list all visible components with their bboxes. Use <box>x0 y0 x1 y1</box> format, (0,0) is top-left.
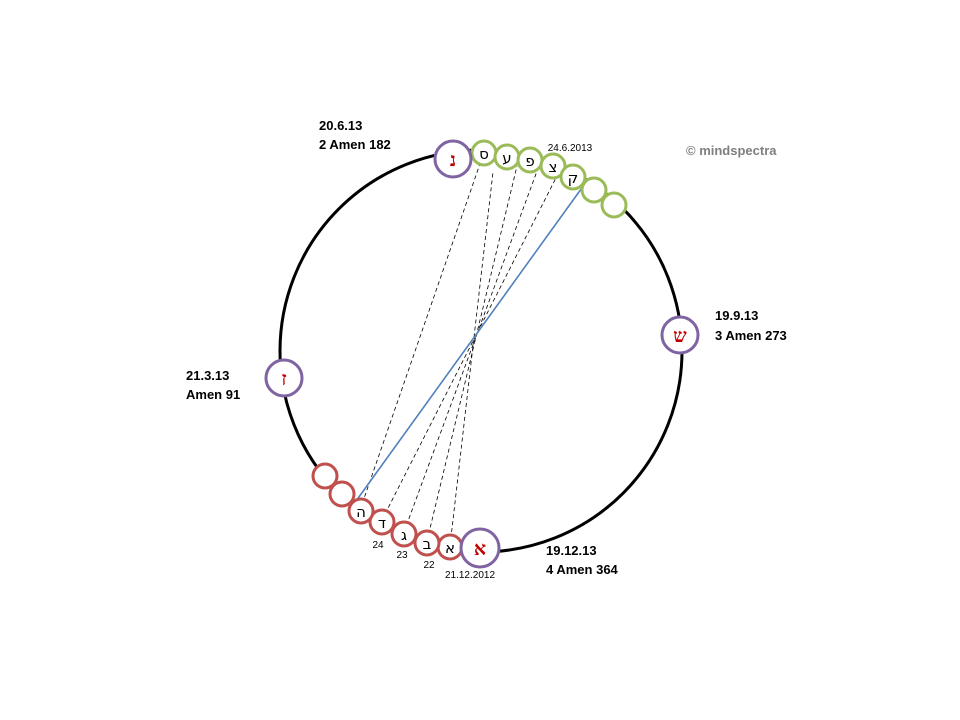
green-letter: פ <box>525 152 534 170</box>
green-letter: צ <box>549 158 558 176</box>
red-node: ב <box>413 529 441 557</box>
red-letter: א <box>445 539 455 557</box>
green-cycle: ס ע פ צ ק <box>470 139 628 219</box>
quarter-marker-east: ש <box>660 315 700 355</box>
quarter-date-east: 19.9.13 <box>715 308 758 323</box>
red-letter: ד <box>378 514 386 532</box>
quarter-date-bottom: 19.12.13 <box>546 543 597 558</box>
green-node: צ <box>539 152 567 180</box>
quarter-marker-bottom: א <box>459 527 501 569</box>
red-number: 23 <box>396 550 408 561</box>
quarter-marker-west: ז <box>264 358 304 398</box>
dashed-line <box>449 171 494 547</box>
quarter-amen-east: 3 Amen 273 <box>715 328 787 343</box>
green-letter: ס <box>479 145 489 163</box>
red-cycle: א ב ג ד ה <box>311 462 464 561</box>
green-letter: ק <box>568 169 579 187</box>
quarter-letter: ש <box>673 325 687 347</box>
quarter-date-top: 20.6.13 <box>319 118 362 133</box>
red-letter: ה <box>356 503 366 521</box>
quarter-date-west: 21.3.13 <box>186 368 229 383</box>
red-node: א <box>436 533 464 561</box>
quarter-letter: נ <box>450 149 456 171</box>
green-letter: ע <box>502 149 511 167</box>
dashed-line <box>403 162 541 533</box>
red-node: ד <box>368 508 396 536</box>
dashed-line <box>426 165 518 542</box>
green-date: 24.6.2013 <box>548 143 593 154</box>
red-number: 24 <box>372 540 384 551</box>
quarter-letter: ז <box>281 368 286 390</box>
red-node <box>328 480 356 508</box>
dashed-lines <box>359 157 561 547</box>
quarter-amen-top: 2 Amen 182 <box>319 137 391 152</box>
red-letter: ב <box>423 535 432 553</box>
red-letter: ג <box>401 526 407 544</box>
dashed-line <box>381 169 561 521</box>
red-node <box>311 462 339 490</box>
copyright-label: © mindspectra <box>686 143 777 158</box>
green-node <box>580 176 608 204</box>
green-node: ס <box>470 139 498 167</box>
quarter-letter: א <box>474 538 486 560</box>
green-node: פ <box>516 146 544 174</box>
green-node: ק <box>559 163 587 191</box>
red-node: ה <box>347 497 375 525</box>
red-number: 22 <box>423 560 435 571</box>
axis-line <box>355 184 585 502</box>
quarter-amen-bottom: 4 Amen 364 <box>546 562 619 577</box>
quarter-amen-west: Amen 91 <box>186 387 240 402</box>
green-node <box>600 191 628 219</box>
red-node: ג <box>390 520 418 548</box>
green-node: ע <box>493 143 521 171</box>
red-date: 21.12.2012 <box>445 570 495 581</box>
quarter-marker-top: נ <box>433 139 473 179</box>
dashed-line <box>359 157 483 511</box>
